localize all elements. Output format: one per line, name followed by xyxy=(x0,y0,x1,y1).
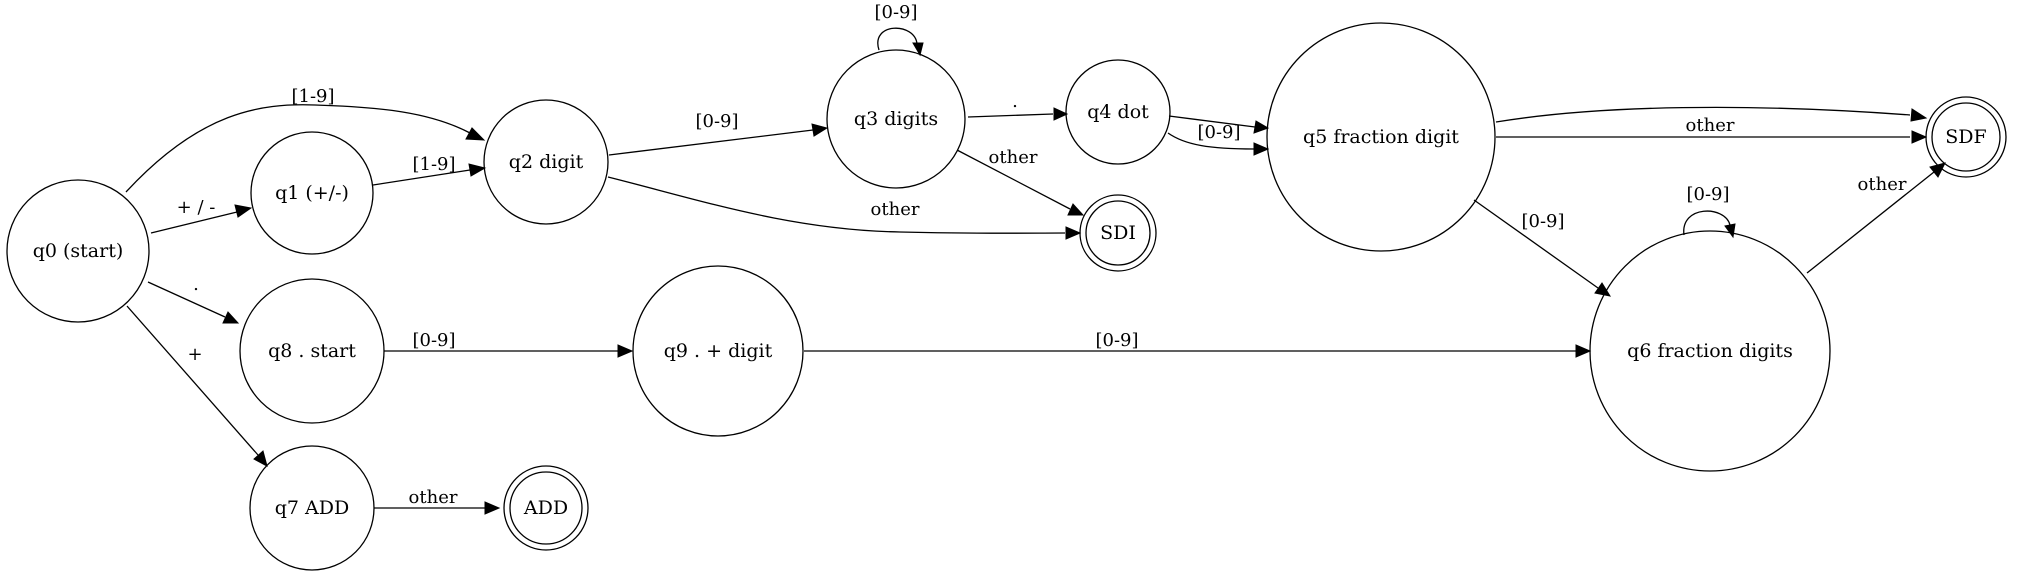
node-q4: q4 dot xyxy=(1065,59,1171,165)
edge-q9-q6: [0-9] xyxy=(804,330,1592,358)
edge-q3-q4: . xyxy=(967,91,1069,121)
node-label-q5: q5 fraction digit xyxy=(1303,126,1459,148)
edge-label-q3-sdi: other xyxy=(989,147,1038,168)
node-label-sdi: SDI xyxy=(1100,222,1136,244)
edge-label-q0-q7: + xyxy=(187,344,202,365)
edge-label-q2-q3: [0-9] xyxy=(695,111,738,132)
node-label-q4: q4 dot xyxy=(1087,101,1149,123)
edge-label-q0-q1: + / - xyxy=(177,197,216,218)
node-label-q9: q9 . + digit xyxy=(664,340,773,362)
edge-q4-q5: [0-9] xyxy=(1167,122,1270,156)
edge-label-q7-add: other xyxy=(409,487,458,508)
node-q3: q3 digits xyxy=(826,49,966,189)
edge-label-q1-q2: [1-9] xyxy=(412,154,455,175)
node-label-add: ADD xyxy=(523,497,568,519)
edge-q5-sdf: other xyxy=(1496,115,1928,144)
edge-q2-q3: [0-9] xyxy=(608,111,829,156)
node-q6: q6 fraction digits xyxy=(1589,230,1831,472)
node-label-q3: q3 digits xyxy=(854,108,938,130)
node-label-q6: q6 fraction digits xyxy=(1627,340,1793,362)
edge-q0-q1: + / - xyxy=(150,197,253,234)
edge-label-q3-q4: . xyxy=(1012,91,1018,112)
node-add: ADD xyxy=(503,465,589,551)
edge-q1-q2: [1-9] xyxy=(372,154,487,186)
edge-q0-q7: + xyxy=(126,305,268,467)
node-q1: q1 (+/-) xyxy=(250,131,374,255)
edge-label-q5-sdf: other xyxy=(1686,115,1735,136)
node-label-sdf: SDF xyxy=(1945,126,1986,148)
edge-q4-q5-upper xyxy=(1168,115,1270,134)
edge-q7-add: other xyxy=(374,487,501,515)
edge-q3-self: [0-9] xyxy=(874,2,924,57)
edge-q3-sdi: other xyxy=(956,147,1085,216)
edge-q5-sdf-upper xyxy=(1495,106,1928,123)
edge-label-q0-q8: . xyxy=(193,274,199,295)
node-label-q8: q8 . start xyxy=(268,340,356,362)
node-q8: q8 . start xyxy=(239,278,385,424)
node-sdi: SDI xyxy=(1079,194,1157,272)
edge-q2-sdi: other xyxy=(607,176,1082,240)
node-q0: q0 (start) xyxy=(6,179,150,323)
edge-label-q0-q2: [1-9] xyxy=(291,86,334,107)
edge-label-q6-sdf: other xyxy=(1858,174,1907,195)
edge-q5-q6: [0-9] xyxy=(1473,199,1612,297)
edge-label-q3-self: [0-9] xyxy=(874,2,917,23)
edge-label-q2-sdi: other xyxy=(871,199,920,220)
edge-q0-q8: . xyxy=(147,274,240,324)
edge-label-q4-q5: [0-9] xyxy=(1197,122,1240,143)
edge-q0-q2: [1-9] xyxy=(125,86,486,193)
node-q2: q2 digit xyxy=(483,99,609,225)
edge-label-q5-q6: [0-9] xyxy=(1521,211,1564,232)
node-q9: q9 . + digit xyxy=(632,265,804,437)
edge-label-q9-q6: [0-9] xyxy=(1095,330,1138,351)
node-q7: q7 ADD xyxy=(249,445,375,571)
edge-q6-self: [0-9] xyxy=(1683,184,1736,239)
node-label-q0: q0 (start) xyxy=(33,240,124,262)
node-sdf: SDF xyxy=(1925,96,2007,178)
node-label-q1: q1 (+/-) xyxy=(275,182,349,204)
node-label-q2: q2 digit xyxy=(509,151,584,173)
node-q5: q5 fraction digit xyxy=(1266,22,1496,252)
edge-label-q8-q9: [0-9] xyxy=(412,330,455,351)
edge-label-q6-self: [0-9] xyxy=(1686,184,1729,205)
edge-q8-q9: [0-9] xyxy=(384,330,634,358)
node-label-q7: q7 ADD xyxy=(275,497,349,519)
edge-q6-sdf: other xyxy=(1806,162,1946,274)
